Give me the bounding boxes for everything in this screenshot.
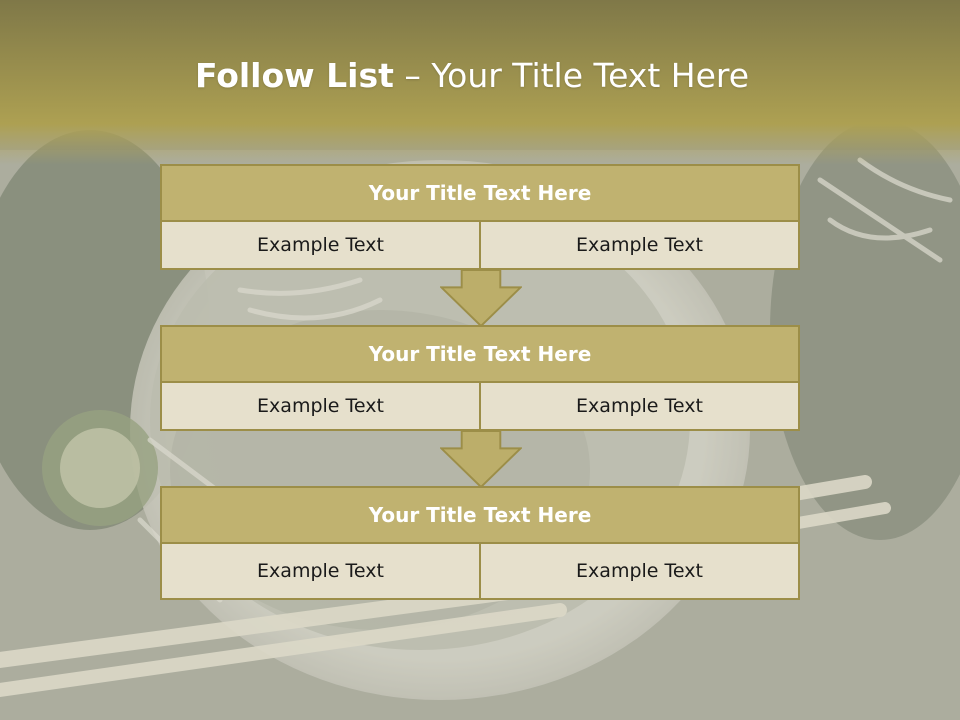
block-cell-right: Example Text: [479, 381, 800, 431]
list-block-3: Your Title Text Here Example Text Exampl…: [160, 486, 800, 600]
block-title: Your Title Text Here: [160, 486, 800, 544]
slide-title: Follow List – Your Title Text Here: [0, 56, 944, 95]
list-block-1: Your Title Text Here Example Text Exampl…: [160, 164, 800, 270]
list-block-2: Your Title Text Here Example Text Exampl…: [160, 325, 800, 431]
block-cell-right: Example Text: [479, 542, 800, 600]
slide-title-bold: Follow List: [194, 56, 394, 95]
block-title: Your Title Text Here: [160, 325, 800, 383]
block-title: Your Title Text Here: [160, 164, 800, 222]
block-cell-left: Example Text: [160, 220, 481, 270]
block-row: Example Text Example Text: [160, 542, 800, 600]
block-row: Example Text Example Text: [160, 220, 800, 270]
block-cell-right: Example Text: [479, 220, 800, 270]
down-arrow-icon: [440, 431, 522, 487]
block-cell-left: Example Text: [160, 542, 481, 600]
slide-title-rest: – Your Title Text Here: [393, 56, 750, 95]
block-row: Example Text Example Text: [160, 381, 800, 431]
block-cell-left: Example Text: [160, 381, 481, 431]
down-arrow-icon: [440, 270, 522, 326]
